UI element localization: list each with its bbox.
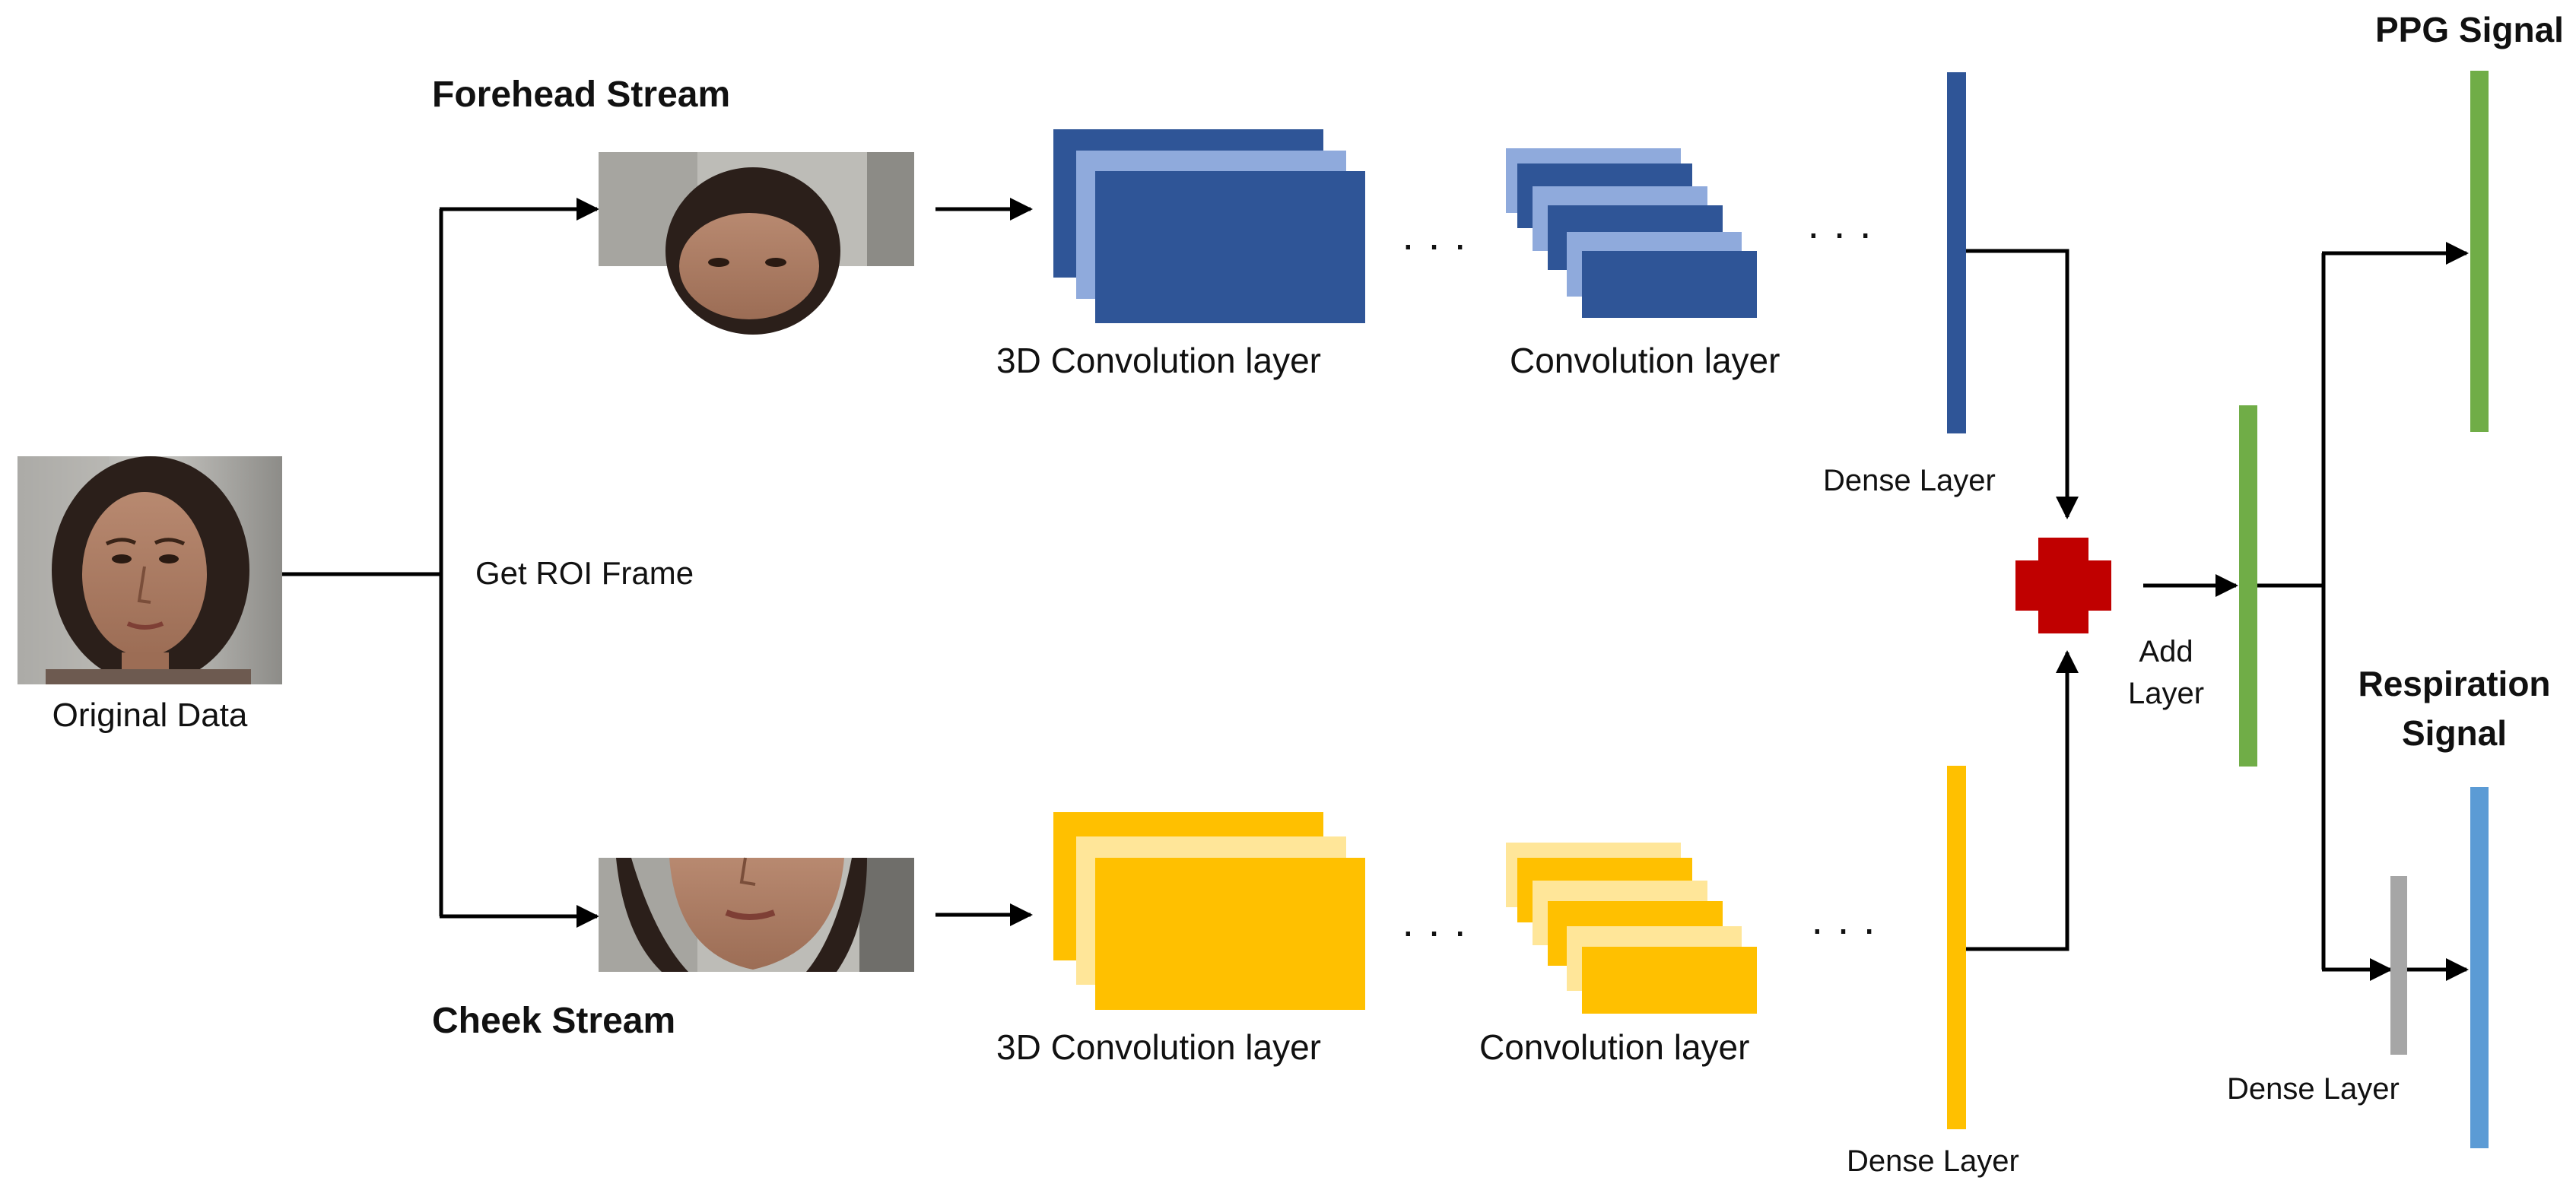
split-connector [282,198,599,928]
cheek-crop-photo [599,857,914,972]
forehead-3d-conv-label: 3D Convolution layer [996,341,1321,380]
add-layer-label-line1: Add [2139,635,2193,668]
cheek-ellipsis-2: · · · [1810,904,1876,952]
forehead-dense-label: Dense Layer [1823,464,1996,497]
cheek-3d-conv-label: 3D Convolution layer [996,1027,1321,1067]
original-data-label: Original Data [52,697,248,734]
cheek-dense-layer [1947,766,1966,1129]
ppg-output-layer [2470,71,2489,432]
respiration-dense-layer [2390,876,2407,1055]
output-branch-connector [2257,242,2469,981]
cheek-dense-label: Dense Layer [1847,1144,2019,1178]
add-layer-label-line2: Layer [2128,677,2204,710]
cheek-to-add-arrow [1966,650,2079,951]
cheek-conv-stack [1506,843,1757,1014]
get-roi-frame-label: Get ROI Frame [475,555,694,591]
forehead-crop-photo [599,152,914,335]
forehead-conv-stack [1506,148,1757,318]
forehead-3d-conv-stack [1053,129,1365,323]
forehead-ellipsis-1: · · · [1401,220,1467,268]
respiration-dense-label: Dense Layer [2227,1072,2400,1106]
merged-dense-layer [2239,405,2257,767]
forehead-to-add-arrow [1966,249,2079,519]
forehead-ellipsis-2: · · · [1806,208,1872,256]
forehead-stream-title: Forehead Stream [432,75,730,115]
cheek-stream-title: Cheek Stream [432,1001,675,1041]
respiration-output-layer [2470,787,2489,1148]
forehead-dense-layer [1947,72,1966,433]
respiration-title-line1: Respiration [2358,664,2550,703]
original-data-photo [17,456,282,684]
plus-icon [2015,538,2111,633]
respiration-title-line2: Signal [2402,713,2507,753]
cheek-ellipsis-1: · · · [1401,906,1467,954]
cheek-conv-label: Convolution layer [1479,1027,1749,1067]
forehead-conv-label: Convolution layer [1510,341,1780,380]
ppg-signal-title: PPG Signal [2375,10,2564,49]
cheek-3d-conv-stack [1053,812,1365,1010]
